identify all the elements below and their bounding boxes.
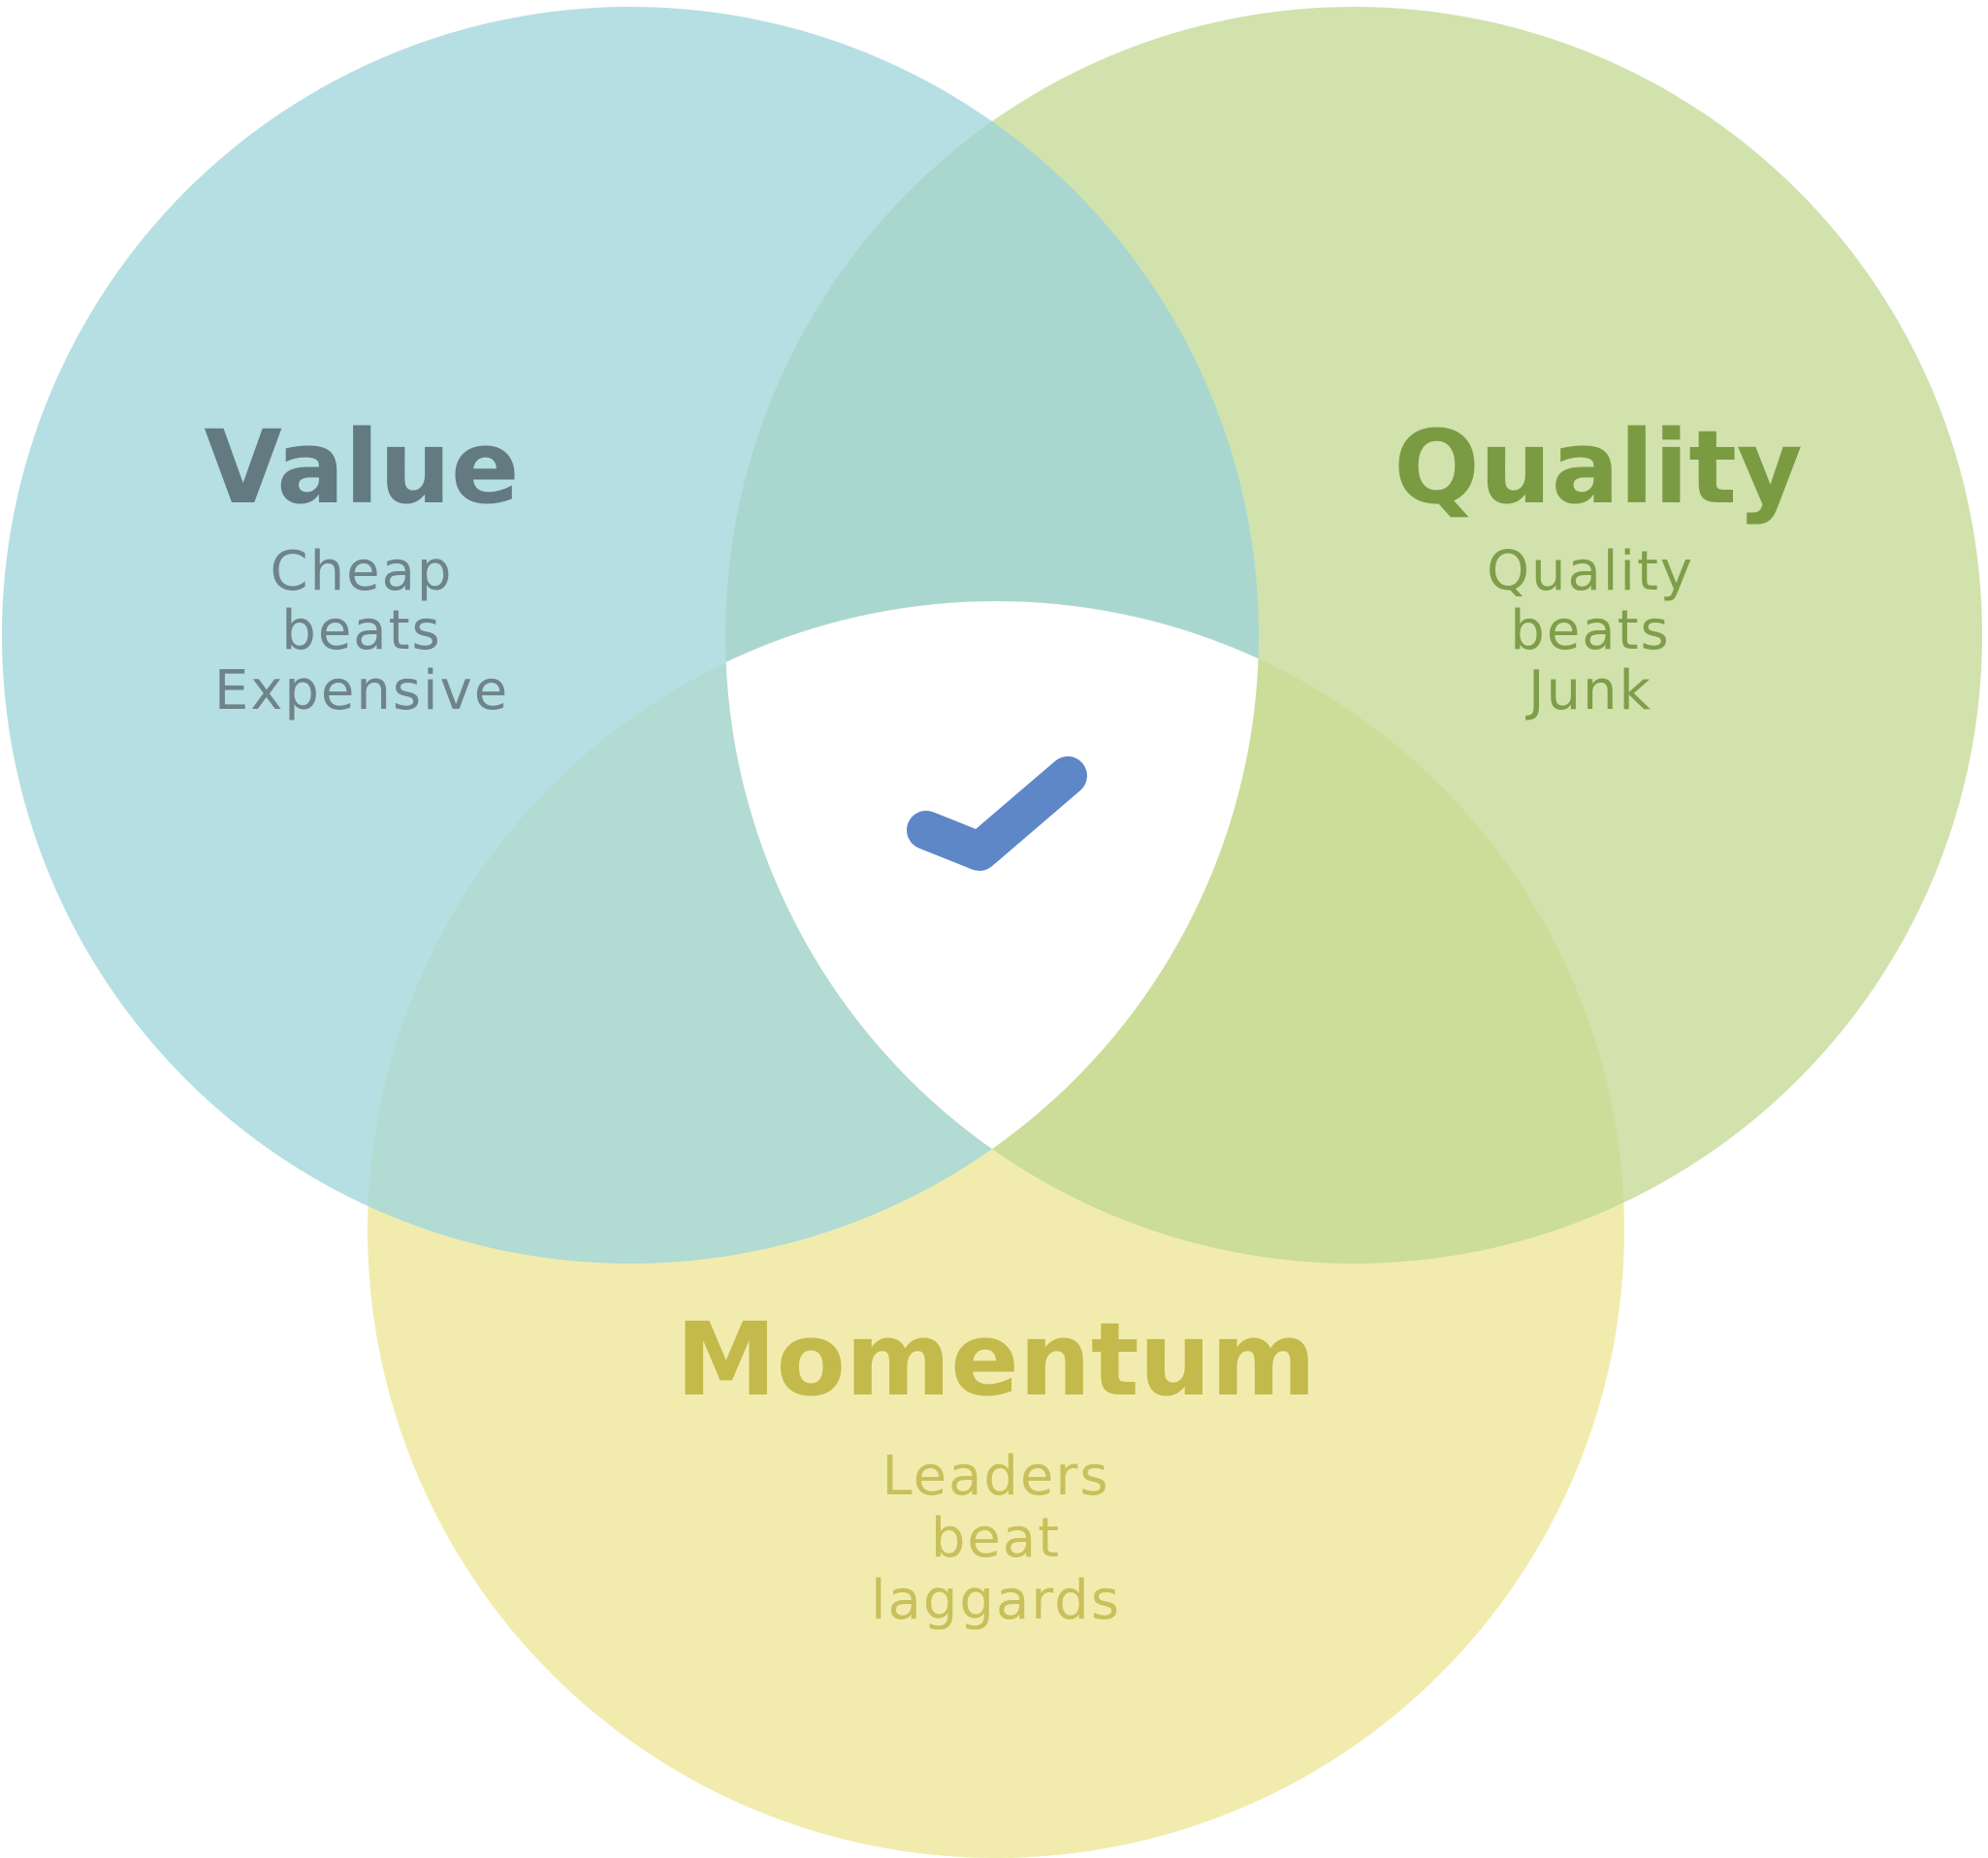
value-desc-line-1: Cheap — [271, 540, 454, 603]
momentum-title: Momentum — [676, 1300, 1316, 1419]
momentum-desc-line-1: Leaders — [882, 1445, 1109, 1508]
quality-desc-line-1: Quality — [1487, 540, 1694, 603]
quality-title: Quality — [1394, 408, 1802, 527]
value-title: Value — [204, 408, 519, 527]
momentum-desc-line-3: laggards — [871, 1569, 1121, 1632]
trend-up-icon — [907, 756, 1087, 871]
quality-desc-line-3: Junk — [1525, 659, 1652, 722]
quality-desc-line-2: beats — [1510, 599, 1670, 662]
value-desc-line-2: beats — [281, 599, 441, 662]
momentum-desc-line-2: beat — [931, 1507, 1061, 1570]
value-desc-line-3: Expensive — [214, 659, 509, 722]
